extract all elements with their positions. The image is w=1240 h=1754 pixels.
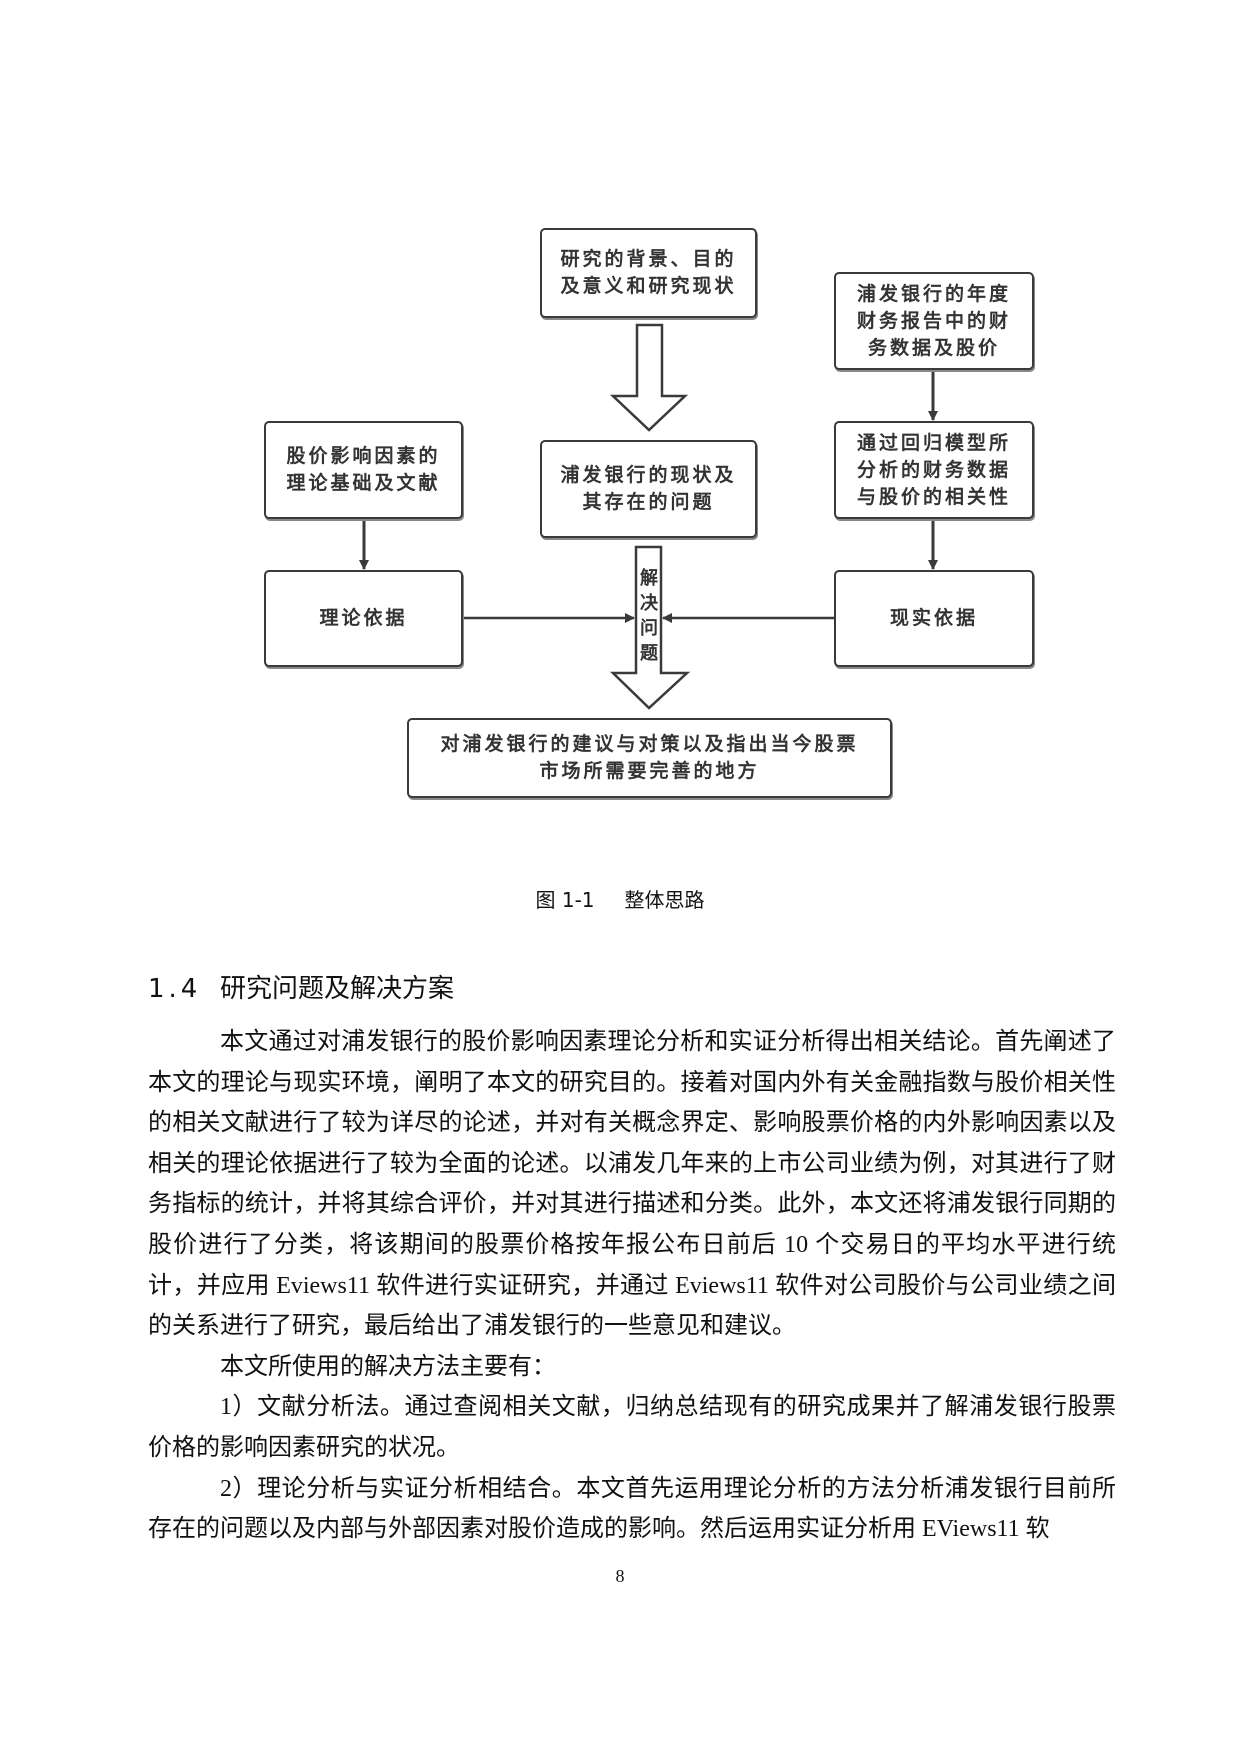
hollow-down-arrow-2 <box>609 545 691 710</box>
figure-number: 图 1-1 <box>535 888 595 912</box>
box-line: 理论依据 <box>319 607 408 629</box>
box-regression-analysis: 通过回归模型所 分析的财务数据 与股价的相关性 <box>834 421 1034 519</box>
box-line: 现实依据 <box>889 607 978 629</box>
box-theory-literature: 股价影响因素的 理论基础及文献 <box>264 421 463 519</box>
box-line: 分析的财务数据 <box>856 458 1011 481</box>
box-financial-data: 浦发银行的年度 财务报告中的财 务数据及股价 <box>834 272 1034 370</box>
flowchart-connectors <box>359 323 938 710</box>
box-practical-basis: 现实依据 <box>834 570 1034 667</box>
paragraph: 2）理论分析与实证分析相结合。本文首先运用理论分析的方法分析浦发银行目前所存在的… <box>148 1475 1116 1543</box>
section-number: 1.4 <box>148 974 202 1004</box>
figure-title: 整体思路 <box>624 888 705 912</box>
box-line: 股价影响因素的 <box>286 445 441 467</box>
box-theoretical-basis: 理论依据 <box>264 570 463 667</box>
label-char: 问 <box>640 618 658 639</box>
box-line: 研究的背景、目的 <box>560 248 737 270</box>
hollow-down-arrow-1 <box>609 323 689 432</box>
box-line: 财务报告中的财 <box>856 309 1011 332</box>
label-char: 解 <box>640 568 658 589</box>
box-current-status: 浦发银行的现状及 其存在的问题 <box>540 440 757 538</box>
section-title: 研究问题及解决方案 <box>220 974 455 1004</box>
label-char: 题 <box>640 643 658 664</box>
page-number: 8 <box>615 1566 625 1586</box>
solve-problem-label: 解 决 问 题 <box>636 566 662 666</box>
section-heading: 1.4 研究问题及解决方案 <box>148 968 454 1005</box>
box-line: 浦发银行的现状及 <box>560 464 737 486</box>
box-line: 浦发银行的年度 <box>856 282 1011 305</box>
body-text: 本文通过对浦发银行的股价影响因素理论分析和实证分析得出相关结论。首先阐述了本文的… <box>148 1022 1116 1550</box>
box-line: 通过回归模型所 <box>856 431 1011 454</box>
box-suggestions: 对浦发银行的建议与对策以及指出当今股票 市场所需要完善的地方 <box>407 718 892 798</box>
box-line: 其存在的问题 <box>582 491 715 513</box>
label-char: 决 <box>640 593 658 614</box>
paragraph: 本文所使用的解决方法主要有： <box>220 1353 556 1380</box>
figure-caption: 图 1-1 整体思路 <box>0 884 1240 913</box>
box-line: 理论基础及文献 <box>286 472 441 494</box>
paragraph: 1）文献分析法。通过查阅相关文献，归纳总结现有的研究成果并了解浦发银行股票价格的… <box>148 1394 1116 1461</box>
box-line: 及意义和研究现状 <box>560 275 737 297</box>
box-line: 务数据及股价 <box>867 336 1000 359</box>
paragraph: 本文通过对浦发银行的股价影响因素理论分析和实证分析得出相关结论。首先阐述了本文的… <box>148 1029 1116 1340</box>
box-line: 对浦发银行的建议与对策以及指出当今股票 <box>440 733 859 755</box>
box-research-background: 研究的背景、目的 及意义和研究现状 <box>540 228 757 318</box>
box-line: 与股价的相关性 <box>856 485 1011 508</box>
box-line: 市场所需要完善的地方 <box>539 760 760 782</box>
